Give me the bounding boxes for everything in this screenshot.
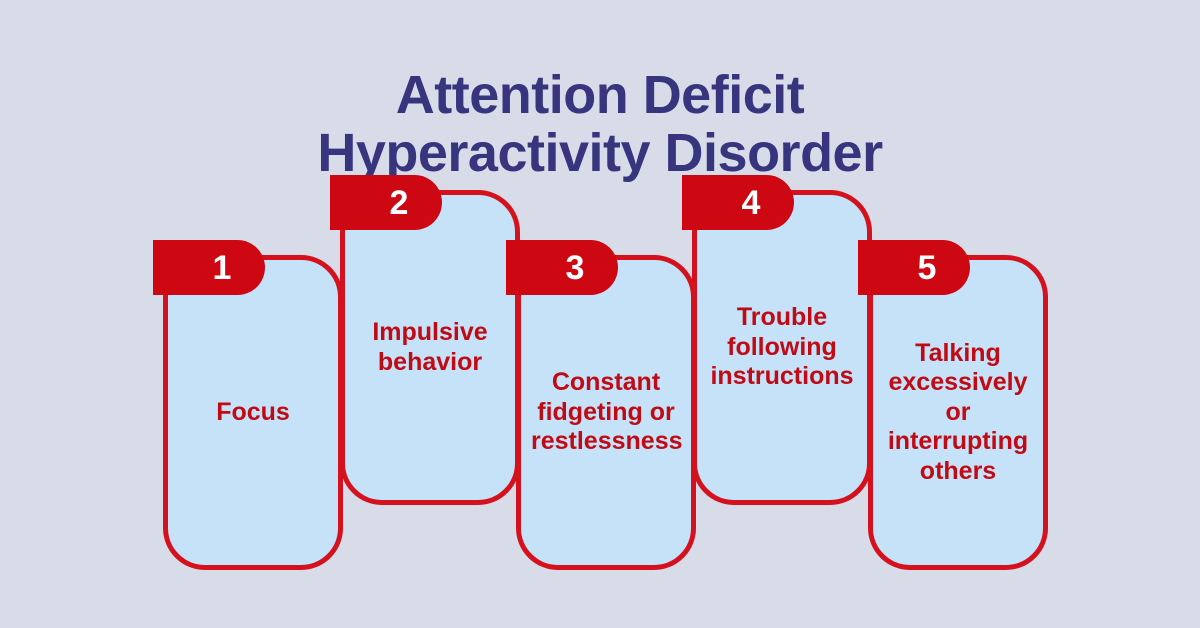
- symptom-card-3-label: Constant fidgeting or restlessness: [531, 368, 683, 456]
- symptom-card-3-number: 3: [565, 248, 585, 287]
- symptom-card-5-label: Talking excessively or interrupting othe…: [887, 338, 1029, 485]
- symptom-card-5: Talking excessively or interrupting othe…: [868, 255, 1048, 570]
- symptom-card-2-badge: 2: [330, 175, 442, 230]
- symptom-card-5-badge: 5: [858, 240, 970, 295]
- symptom-card-4-badge: 4: [682, 175, 794, 230]
- symptom-card-2-number: 2: [389, 183, 409, 222]
- symptom-card-4-label: Trouble following instructions: [710, 303, 854, 391]
- symptom-card-5-number: 5: [917, 248, 937, 287]
- symptom-card-2: Impulsive behavior: [340, 190, 520, 505]
- symptom-card-1-badge: 1: [153, 240, 265, 295]
- symptom-card-3: Constant fidgeting or restlessness: [516, 255, 696, 570]
- page-title-line-1: Attention Deficit: [395, 65, 805, 126]
- symptom-card-2-label: Impulsive behavior: [372, 318, 488, 376]
- page-title: Attention Deficit Hyperactivity Disorder: [0, 66, 1200, 183]
- symptom-card-1-number: 1: [212, 248, 232, 287]
- symptom-card-1-label: Focus: [216, 397, 290, 426]
- symptom-card-4: Trouble following instructions: [692, 190, 872, 505]
- symptom-card-3-badge: 3: [506, 240, 618, 295]
- symptom-card-1: Focus: [163, 255, 343, 570]
- symptom-card-4-number: 4: [741, 183, 761, 222]
- page-title-line-2: Hyperactivity Disorder: [317, 123, 883, 184]
